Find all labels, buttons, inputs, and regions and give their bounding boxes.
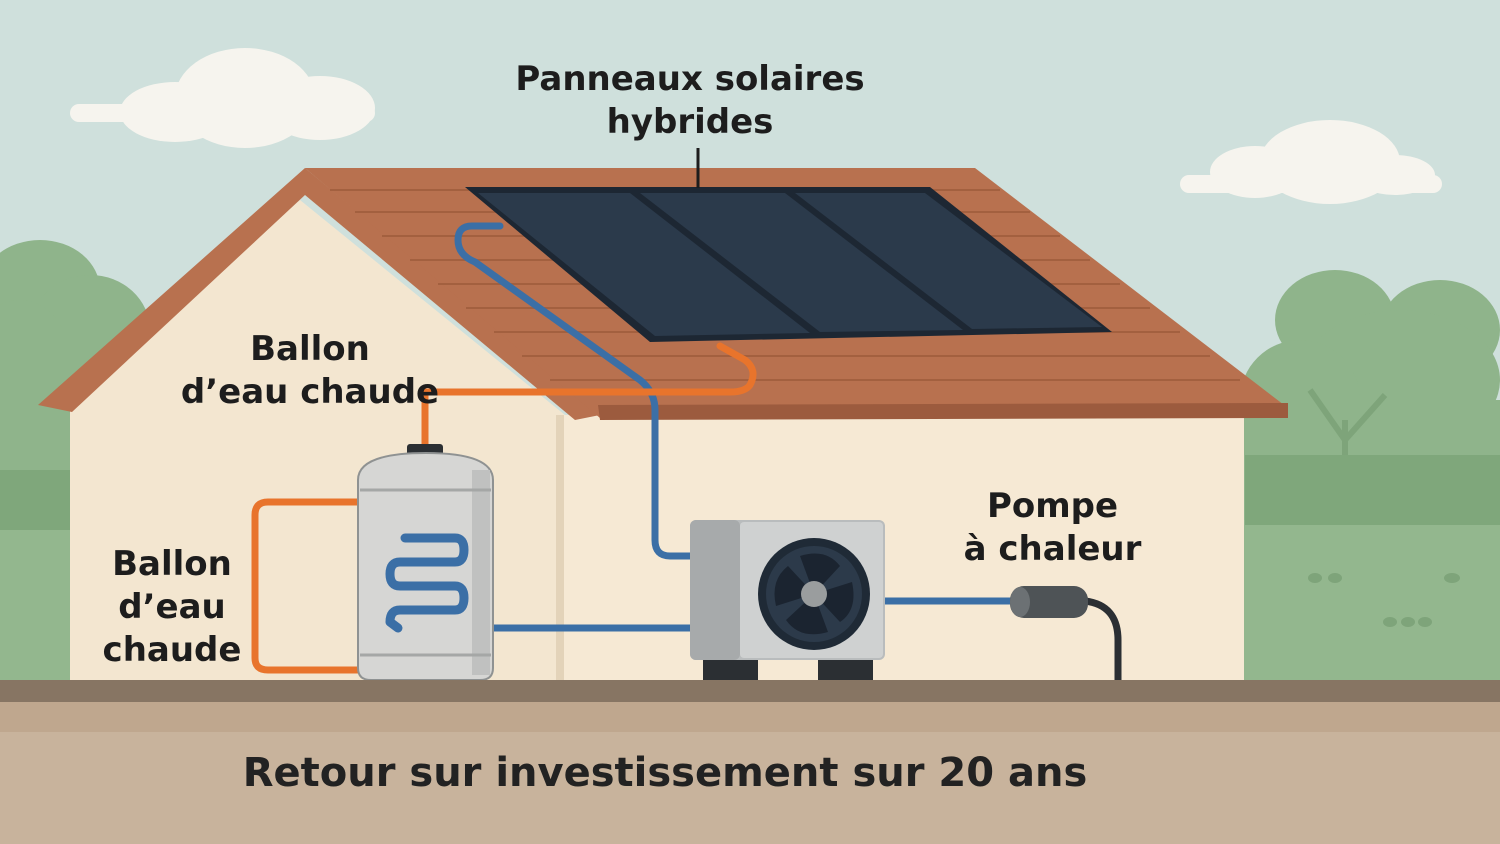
ground-strip bbox=[0, 680, 1500, 702]
house-wall-right bbox=[560, 415, 1244, 685]
water-tank-icon bbox=[357, 444, 494, 681]
hot-pipe bbox=[251, 342, 757, 674]
hedge bbox=[1245, 455, 1500, 525]
cloud-icon bbox=[70, 48, 375, 148]
wall-shadow bbox=[556, 415, 564, 685]
tank-side-label: Ballon d’eau chaude bbox=[62, 543, 282, 672]
heat-pump-icon bbox=[690, 520, 885, 683]
ground-band bbox=[0, 702, 1500, 732]
heat-pump-label: Pompe à chaleur bbox=[930, 485, 1175, 571]
hot-water-tank-label-line-2: d’eau chaude bbox=[180, 372, 440, 412]
hot-water-tank-label-line-1: Ballon bbox=[250, 329, 370, 369]
solar-panels-label: Panneaux solaires hybrides bbox=[440, 58, 940, 144]
solar-panels-label-line-2: hybrides bbox=[606, 102, 774, 142]
fan-icon bbox=[758, 538, 870, 650]
cloud-icon bbox=[1180, 120, 1442, 204]
grass-tuft bbox=[1308, 573, 1460, 627]
tank-side-label-line-2: d’eau bbox=[118, 587, 226, 627]
heat-pump-label-line-1: Pompe bbox=[986, 486, 1119, 526]
tank-side-label-line-1: Ballon bbox=[112, 544, 232, 584]
roi-caption: Retour sur investissement sur 20 ans bbox=[242, 750, 1088, 796]
connector-icon bbox=[1010, 586, 1122, 685]
heat-pump-label-line-2: à chaleur bbox=[963, 529, 1142, 569]
solar-panel-icon bbox=[465, 187, 1112, 342]
hot-water-tank-label: Ballon d’eau chaude bbox=[160, 328, 460, 414]
tank-side-label-line-3: chaude bbox=[102, 630, 242, 670]
solar-panels-label-line-1: Panneaux solaires bbox=[515, 59, 865, 99]
roof-eave bbox=[598, 403, 1288, 420]
